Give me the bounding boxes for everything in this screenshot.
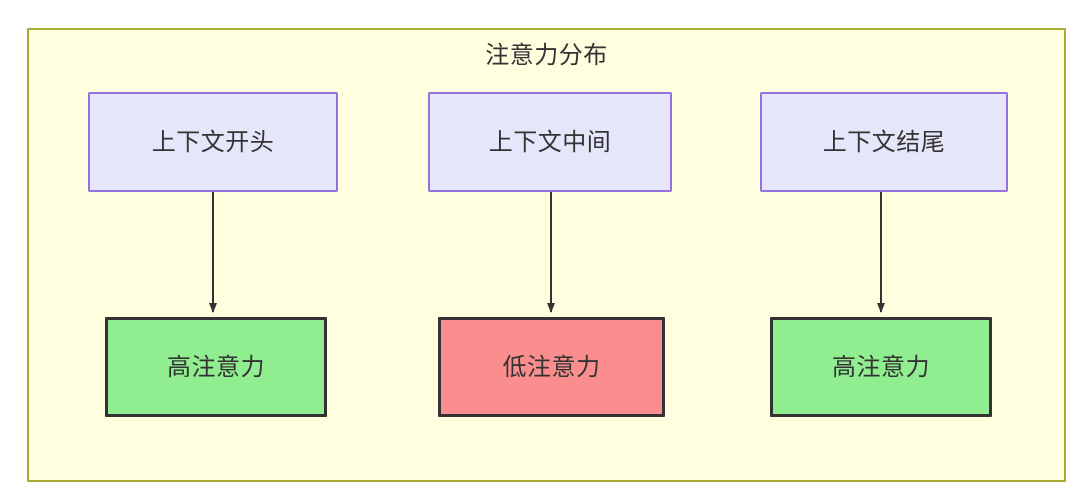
node-ctx-start-label: 上下文开头 <box>151 128 275 156</box>
node-ctx-middle-label: 上下文中间 <box>488 128 612 156</box>
node-ctx-end-label: 上下文结尾 <box>822 128 946 156</box>
subgraph-title: 注意力分布 <box>485 41 608 69</box>
node-ctx-middle[interactable]: 上下文中间 <box>428 92 672 192</box>
node-ctx-end[interactable]: 上下文结尾 <box>760 92 1008 192</box>
node-attn-high-start-label: 高注意力 <box>167 353 265 381</box>
node-attn-high-end[interactable]: 高注意力 <box>770 317 992 417</box>
node-attn-low-middle[interactable]: 低注意力 <box>438 317 665 417</box>
node-attn-low-middle-label: 低注意力 <box>502 353 601 381</box>
node-ctx-start[interactable]: 上下文开头 <box>88 92 338 192</box>
node-attn-high-start[interactable]: 高注意力 <box>105 317 327 417</box>
node-attn-high-end-label: 高注意力 <box>832 353 930 381</box>
